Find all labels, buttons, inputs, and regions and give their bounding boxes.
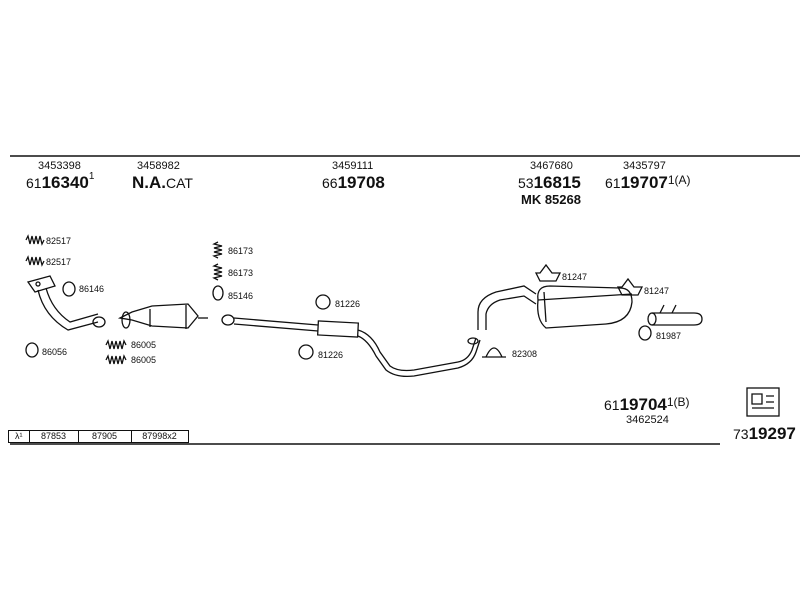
code-19707: 61197071(A) xyxy=(605,173,691,192)
parts-table-cell: 87905 xyxy=(77,430,132,443)
ref-3458982: 3458982 xyxy=(137,160,180,172)
label-86173-b: 86173 xyxy=(228,268,253,278)
spring-86005-a xyxy=(105,339,127,350)
gasket-86146 xyxy=(62,281,76,297)
gasket-85146 xyxy=(212,285,224,301)
ref-3453398: 3453398 xyxy=(38,160,81,172)
spring-82517-b xyxy=(25,255,45,267)
label-82517-b: 82517 xyxy=(46,257,71,267)
code-16340: 61163401 xyxy=(26,171,95,192)
diagram-id: 7319297 xyxy=(733,424,796,443)
gasket-81987 xyxy=(638,325,652,341)
label-86005-a: 86005 xyxy=(131,340,156,350)
gasket-86056 xyxy=(25,342,39,358)
code-19708: 6619708 xyxy=(322,173,385,192)
catalytic-converter xyxy=(117,303,208,329)
label-81226-b: 81226 xyxy=(318,350,343,360)
clamp-82308 xyxy=(482,347,506,358)
label-86005-b: 86005 xyxy=(131,355,156,365)
ref-3459111: 3459111 xyxy=(332,160,374,172)
parts-table-cell: λ¹ xyxy=(8,430,30,443)
label-86173-a: 86173 xyxy=(228,246,253,256)
spring-86173-a xyxy=(212,241,223,259)
mk-85268: MK 85268 xyxy=(521,192,581,207)
label-82517-a: 82517 xyxy=(46,236,71,246)
ring-81226-a xyxy=(315,294,331,310)
spring-82517-a xyxy=(25,234,45,246)
mount-81247-a xyxy=(534,263,562,282)
intermediate-pipe xyxy=(221,314,481,378)
spring-86173-b xyxy=(212,263,223,281)
code-16815: 5316815 xyxy=(518,173,581,192)
ring-81226-b xyxy=(298,344,314,360)
rear-silencer xyxy=(477,285,633,330)
tail-pipe xyxy=(647,304,703,326)
label-81226-a: 81226 xyxy=(335,299,360,309)
label-86056: 86056 xyxy=(42,347,67,357)
ref-3462524: 3462524 xyxy=(626,414,669,426)
code-na-cat: N.A.CAT xyxy=(132,173,193,192)
ref-3467680: 3467680 xyxy=(530,160,573,172)
parts-table: λ¹ 87853 87905 87998x2 xyxy=(8,430,189,443)
parts-table-cell: 87853 xyxy=(28,430,79,443)
label-81247-a: 81247 xyxy=(562,272,587,282)
spring-86005-b xyxy=(105,354,127,365)
label-81247-b: 81247 xyxy=(644,286,669,296)
label-81987: 81987 xyxy=(656,331,681,341)
code-19704: 61197041(B) xyxy=(604,395,690,414)
ref-3435797: 3435797 xyxy=(623,160,666,172)
reference-book-icon xyxy=(746,387,780,417)
label-85146: 85146 xyxy=(228,291,253,301)
mount-81247-b xyxy=(616,277,644,296)
parts-table-cell: 87998x2 xyxy=(130,430,189,443)
front-downpipe xyxy=(26,275,106,331)
label-82308: 82308 xyxy=(512,349,537,359)
label-86146: 86146 xyxy=(79,284,104,294)
